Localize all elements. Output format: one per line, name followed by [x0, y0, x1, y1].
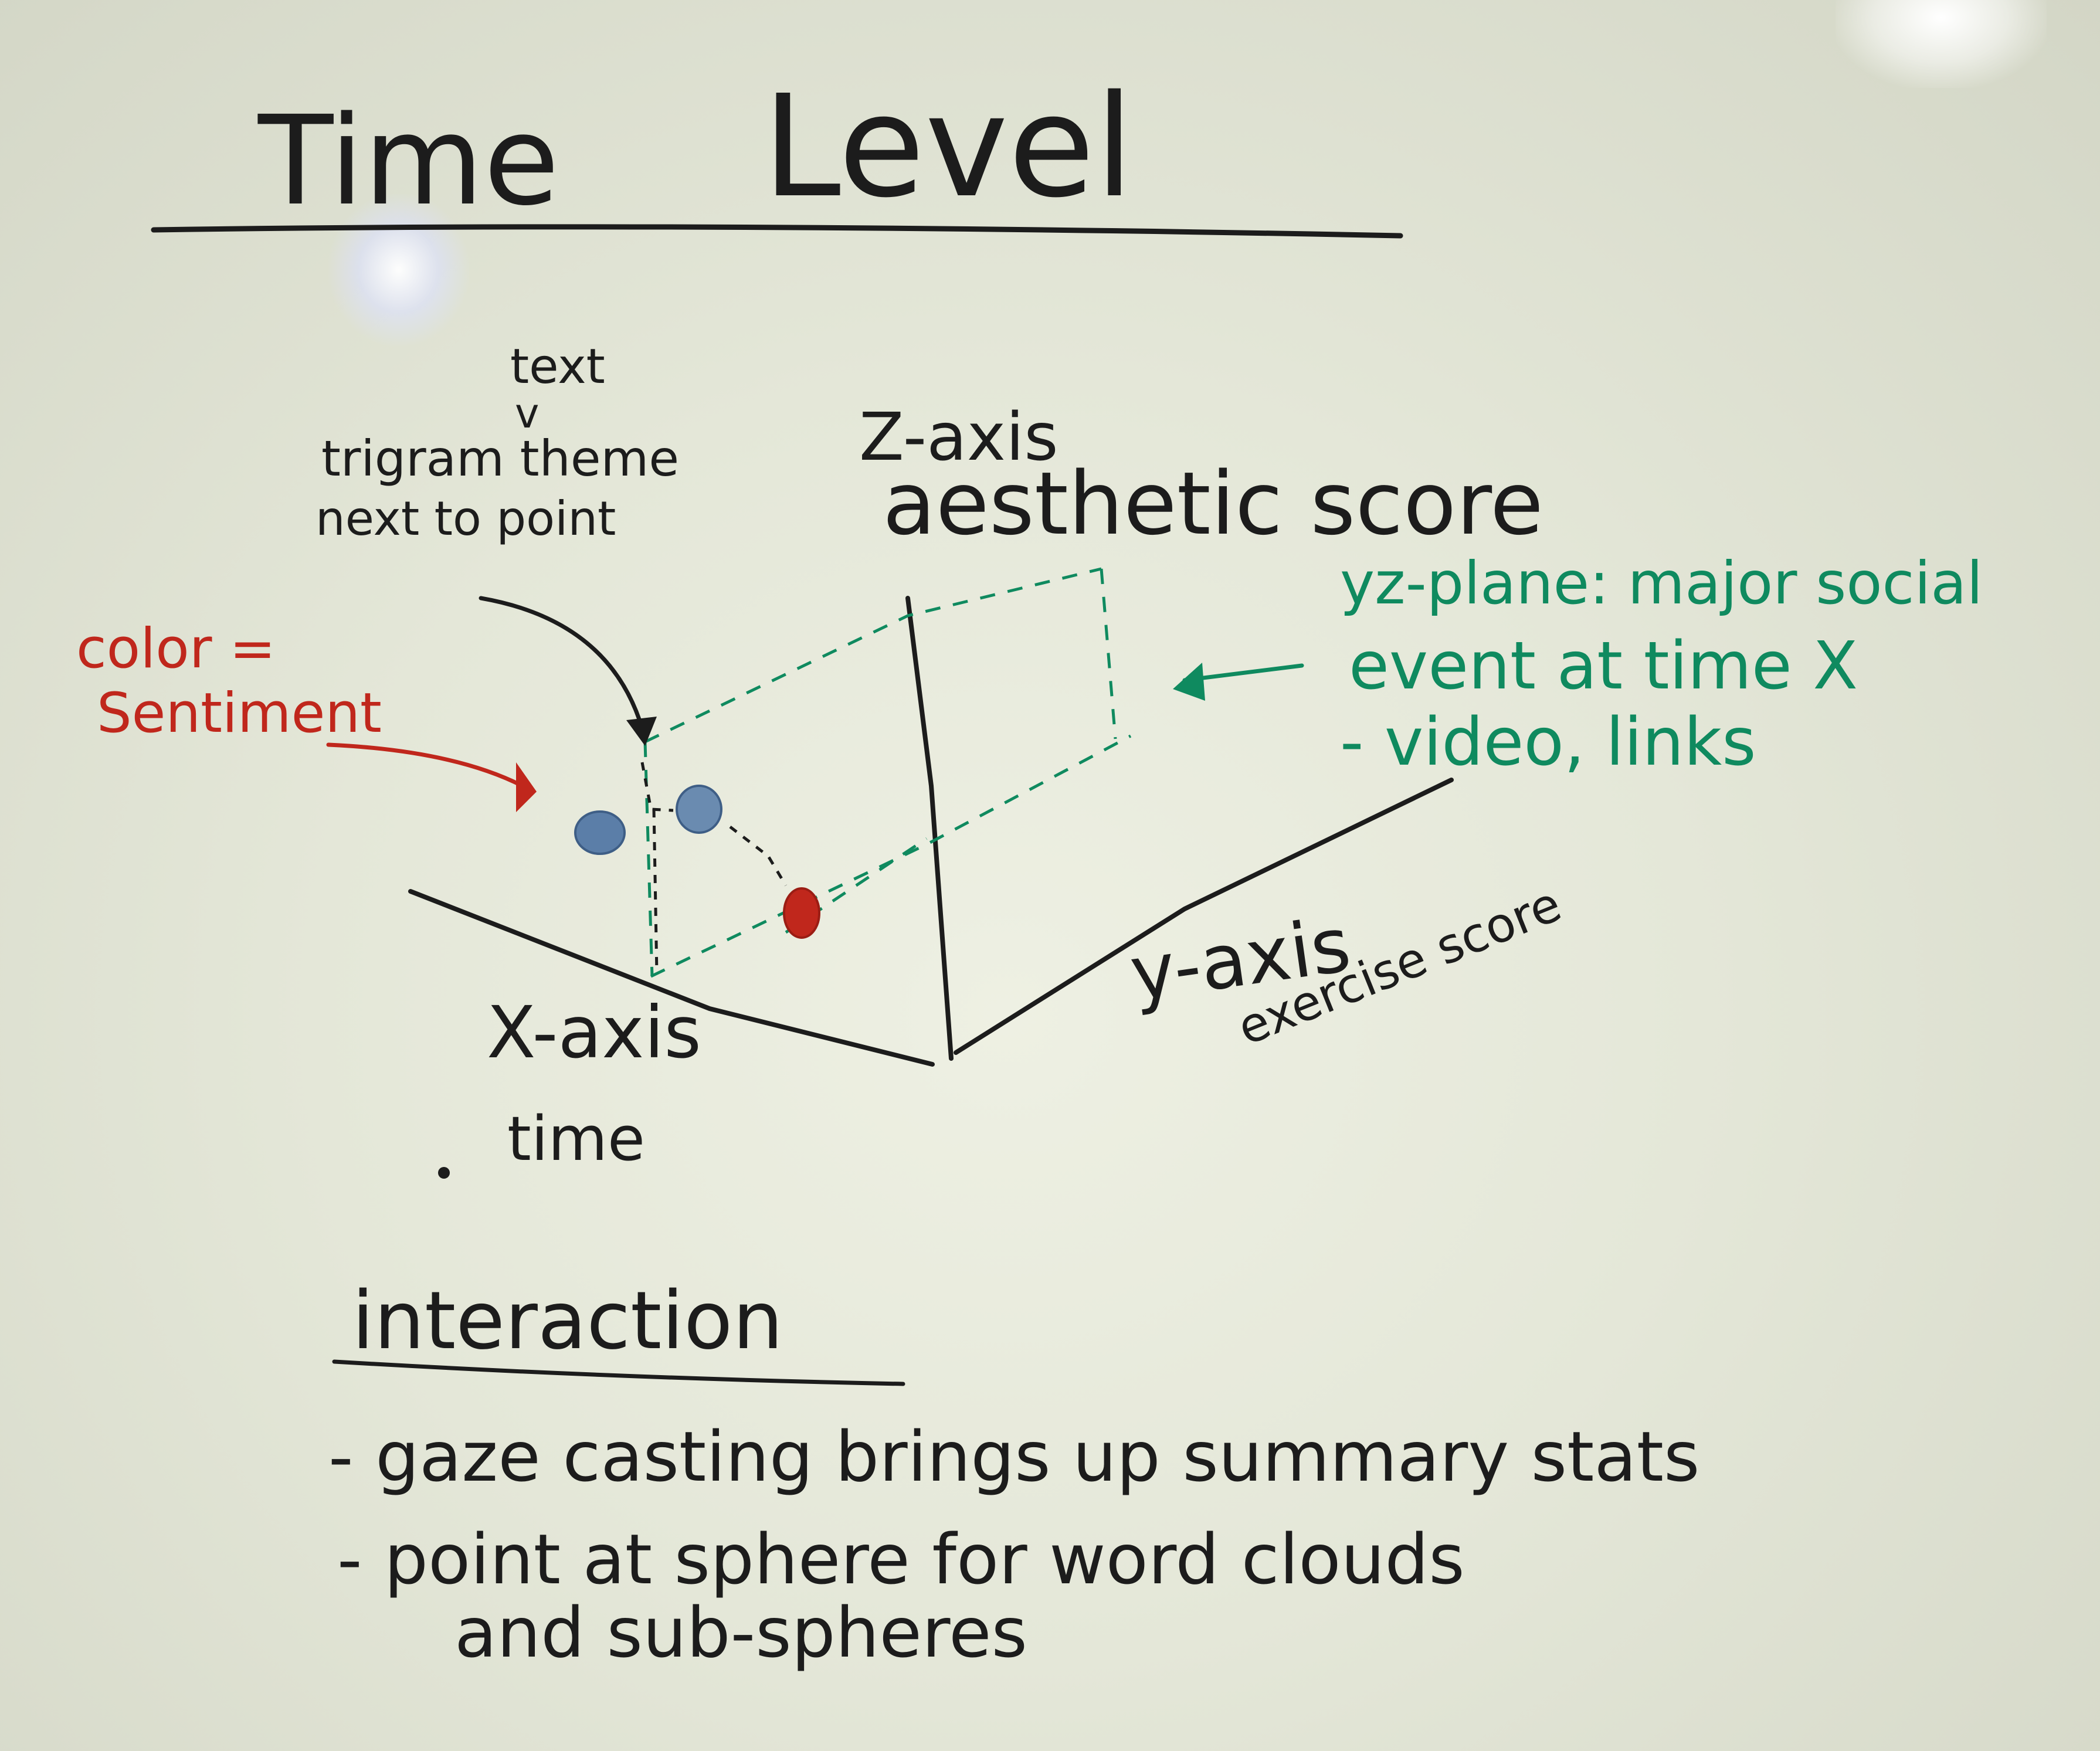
z-axis-label: Z-axis	[859, 399, 1059, 476]
plane-arrowhead	[1173, 663, 1205, 701]
color-note-line-2: Sentiment	[97, 681, 382, 745]
title-level: Level	[762, 65, 1134, 229]
plane-note-line-2: event at time X	[1349, 628, 1858, 704]
title-time: Time	[258, 89, 559, 233]
interaction-item: - gaze casting brings up summary stats	[328, 1416, 1700, 1497]
interaction-underline	[332, 1359, 905, 1386]
sentiment-arrow	[326, 742, 530, 791]
text-pointer-arrowhead	[626, 717, 657, 746]
interaction-item: and sub-spheres	[454, 1592, 1028, 1673]
yz-plane-outline	[643, 567, 1132, 978]
plane-arrow	[1182, 663, 1304, 683]
text-note-line-1: text	[510, 339, 605, 395]
title-underline	[151, 224, 1403, 239]
point-connectors	[640, 762, 788, 974]
plane-note-line-3: - video, links	[1340, 704, 1756, 781]
text-note-line-2: v	[515, 389, 540, 437]
text-note-line-4: next to point	[315, 491, 616, 546]
plane-note-line-1: yz-plane: major social	[1340, 549, 1983, 617]
interaction-item: - point at sphere for word clouds	[337, 1519, 1465, 1600]
z-axis-line	[905, 596, 954, 1061]
interaction-heading: interaction	[352, 1275, 783, 1367]
x-axis-line	[408, 889, 935, 1067]
color-note-line-1: color =	[76, 617, 276, 681]
bullet-dot	[438, 1167, 450, 1179]
text-pointer-arrow	[479, 596, 647, 741]
light-glare	[1836, 0, 2047, 88]
y-axis-line	[954, 778, 1454, 1055]
x-axis-desc: time	[507, 1103, 645, 1175]
text-note-line-3: trigram theme	[321, 430, 680, 487]
x-axis-label: X-axis	[487, 991, 701, 1074]
data-point-blue	[676, 785, 722, 834]
data-point-blue	[574, 810, 626, 855]
light-glare	[328, 194, 469, 346]
z-axis-desc: aesthetic score	[883, 453, 1543, 554]
sentiment-arrowhead	[516, 762, 537, 812]
data-point-red	[783, 887, 820, 939]
